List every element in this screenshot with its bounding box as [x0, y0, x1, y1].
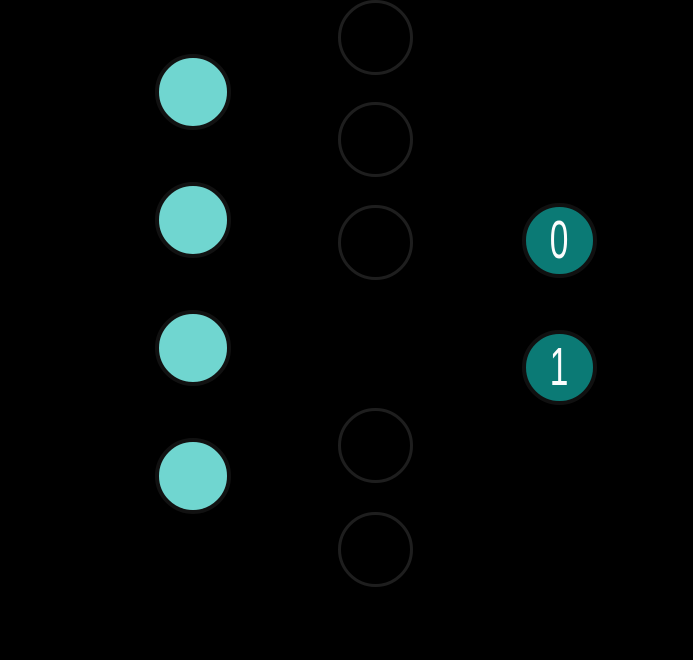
hidden-node: [337, 101, 413, 177]
input-node: [155, 310, 231, 386]
output-node: 1: [521, 329, 597, 405]
output-node: 0: [521, 202, 597, 278]
input-node: [155, 54, 231, 130]
hidden-node: [337, 511, 413, 587]
hidden-node: [337, 0, 413, 75]
input-node: [155, 182, 231, 258]
hidden-node: [337, 204, 413, 280]
input-node: [155, 438, 231, 514]
output-node-label: 1: [549, 337, 569, 397]
hidden-node: [337, 407, 413, 483]
output-node-label: 0: [549, 210, 569, 270]
